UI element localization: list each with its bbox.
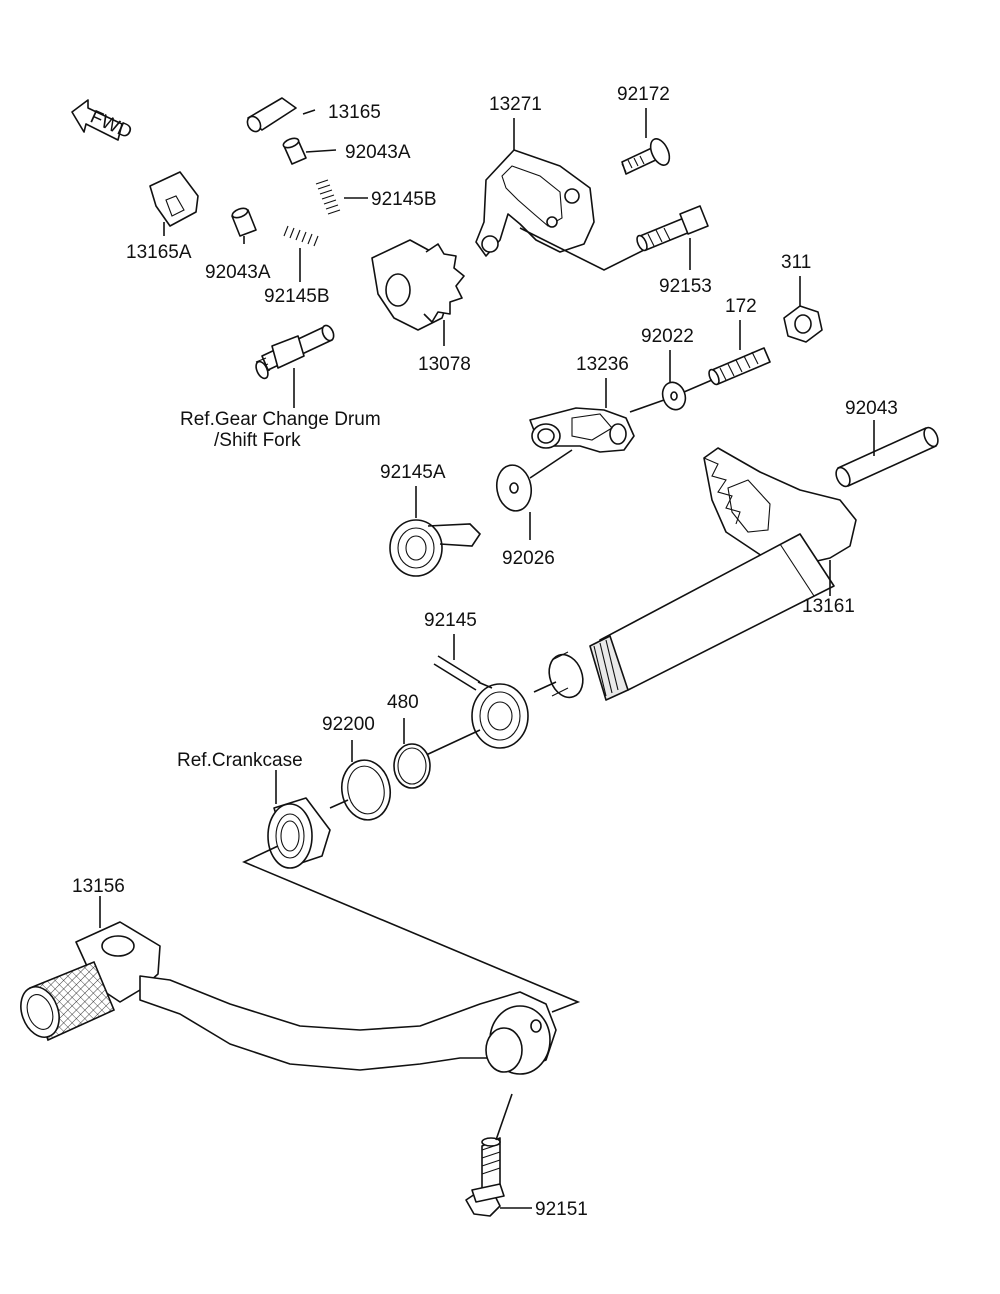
label-92172: 92172: [617, 84, 670, 105]
part-92153-shape: [636, 205, 709, 270]
ref-shift-fork: /Shift Fork: [214, 430, 301, 451]
part-172-shape: [708, 320, 771, 386]
part-92145B-top-shape: [315, 179, 368, 215]
part-13271-shape: [475, 118, 649, 271]
part-92145B-bottom-shape: [283, 225, 319, 282]
label-92043A-bottom: 92043A: [205, 262, 271, 283]
ref-crankcase: Ref.Crankcase: [177, 750, 303, 771]
part-13156-shape: [20, 896, 557, 1075]
label-92145B-bottom: 92145B: [264, 286, 330, 307]
part-13236-shape: [529, 378, 635, 453]
label-92145A: 92145A: [380, 462, 446, 483]
label-13078: 13078: [418, 354, 471, 375]
part-92026-shape: [495, 449, 573, 540]
label-13161: 13161: [802, 596, 855, 617]
part-311-shape: [783, 276, 823, 343]
part-92145-shape: [423, 634, 557, 757]
label-311: 311: [781, 252, 811, 273]
label-13165: 13165: [328, 102, 381, 123]
label-92151: 92151: [535, 1199, 588, 1220]
label-92153: 92153: [659, 276, 712, 297]
shift-drum-pin-shape: [255, 324, 335, 408]
part-13161-shape: [548, 447, 857, 701]
part-13078-shape: [371, 239, 465, 346]
part-92043A-top-shape: [282, 137, 337, 165]
part-92022-shape: [629, 350, 713, 413]
part-92151-shape: [465, 1093, 532, 1217]
label-92043A-top: 92043A: [345, 142, 411, 163]
label-92200: 92200: [322, 714, 375, 735]
part-480-shape: [393, 718, 431, 789]
label-13165A: 13165A: [126, 242, 192, 263]
label-92145: 92145: [424, 610, 477, 631]
part-labels: 13165 92043A 92145B 13165A 92043A 92145B…: [72, 84, 898, 1220]
part-92043-shape: [835, 420, 939, 488]
fwd-label: FWD: [87, 107, 135, 144]
part-92200-shape: [329, 740, 392, 821]
part-13165-shape: [246, 97, 316, 133]
part-92145A-shape: [389, 486, 482, 577]
fwd-arrow-icon: FWD: [71, 99, 135, 144]
label-92043: 92043: [845, 398, 898, 419]
label-13236: 13236: [576, 354, 629, 375]
oil-seal-shape: [267, 770, 331, 869]
label-13156: 13156: [72, 876, 125, 897]
label-92022: 92022: [641, 326, 694, 347]
label-92145B-top: 92145B: [371, 189, 437, 210]
ref-gear-change-drum: Ref.Gear Change Drum: [180, 409, 381, 430]
part-92043A-bottom-shape: [231, 207, 257, 244]
label-13271: 13271: [489, 94, 542, 115]
label-92026: 92026: [502, 548, 555, 569]
part-13165A-shape: [149, 171, 199, 236]
label-480: 480: [387, 692, 419, 713]
part-92172-shape: [621, 108, 671, 175]
label-172: 172: [725, 296, 757, 317]
pedal-leader-line: [242, 845, 581, 1013]
